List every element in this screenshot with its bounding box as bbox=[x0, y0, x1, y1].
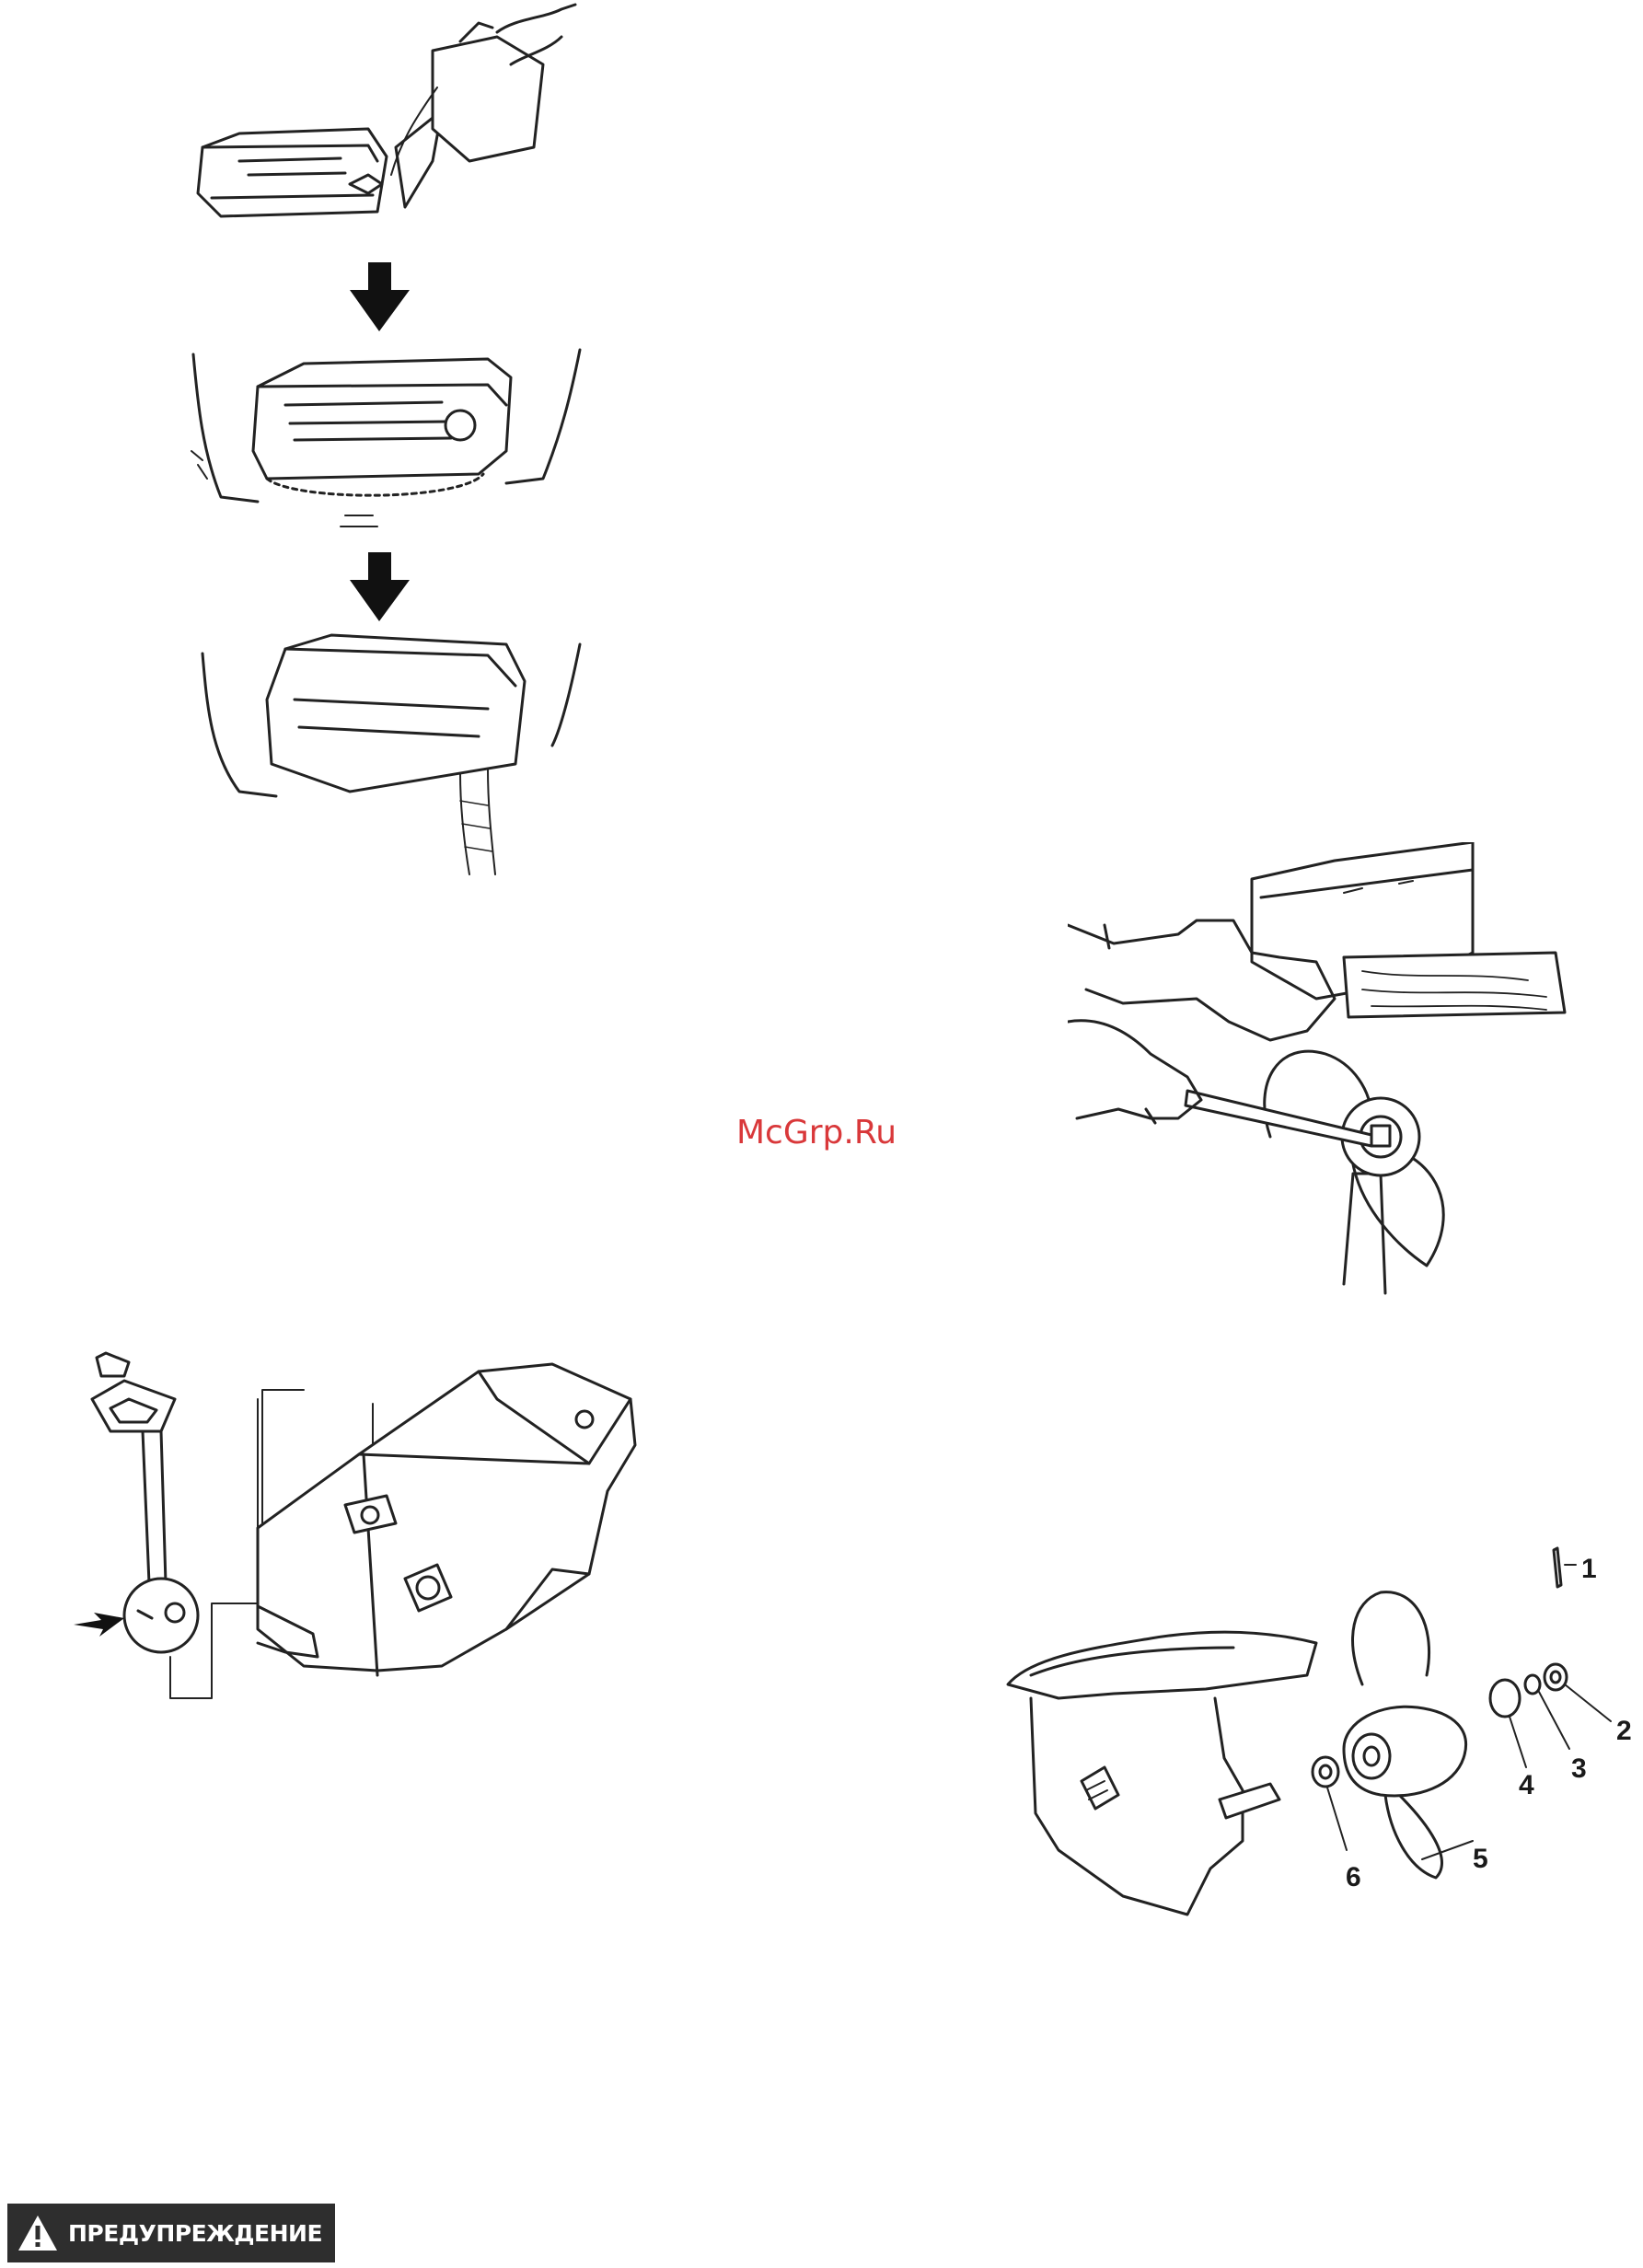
callout-5: 5 bbox=[1473, 1844, 1488, 1875]
wood-block bbox=[1344, 953, 1565, 1017]
down-arrow-icon bbox=[350, 262, 410, 331]
gearcase bbox=[1008, 1632, 1316, 1915]
warning-badge: ПРЕДУПРЕЖДЕНИЕ bbox=[7, 2204, 335, 2262]
tank-flush-figure bbox=[184, 0, 589, 879]
callout-4: 4 bbox=[1519, 1770, 1534, 1801]
propeller bbox=[1265, 1051, 1443, 1293]
spacer-part-4 bbox=[1490, 1680, 1520, 1717]
fuel-tank bbox=[258, 1364, 635, 1675]
tank-shake-step bbox=[191, 350, 580, 526]
gauge-sender bbox=[92, 1353, 198, 1652]
callout-6: 6 bbox=[1346, 1862, 1361, 1893]
pointer-arrow-icon bbox=[74, 1613, 124, 1637]
propeller-exploded-figure bbox=[994, 1537, 1643, 1979]
callout-2: 2 bbox=[1616, 1716, 1632, 1747]
nut-part-2 bbox=[1545, 1664, 1567, 1690]
warning-triangle-icon bbox=[17, 2214, 59, 2252]
callout-1: 1 bbox=[1581, 1554, 1597, 1585]
tank-drain-step bbox=[202, 635, 580, 874]
propeller-wrench-figure bbox=[1068, 842, 1583, 1298]
tank-pour-step bbox=[198, 5, 575, 216]
cotter-pin-part-1 bbox=[1554, 1548, 1561, 1587]
callout-3: 3 bbox=[1571, 1753, 1587, 1785]
washer-part-3 bbox=[1525, 1675, 1540, 1694]
propeller-part-5 bbox=[1344, 1592, 1466, 1878]
warning-label: ПРЕДУПРЕЖДЕНИЕ bbox=[68, 2220, 322, 2247]
down-arrow-icon bbox=[350, 552, 410, 621]
fuel-gauge-figure bbox=[74, 1344, 718, 1740]
watermark: McGrp.Ru bbox=[736, 1114, 897, 1151]
thrust-washer-part-6 bbox=[1313, 1757, 1338, 1787]
